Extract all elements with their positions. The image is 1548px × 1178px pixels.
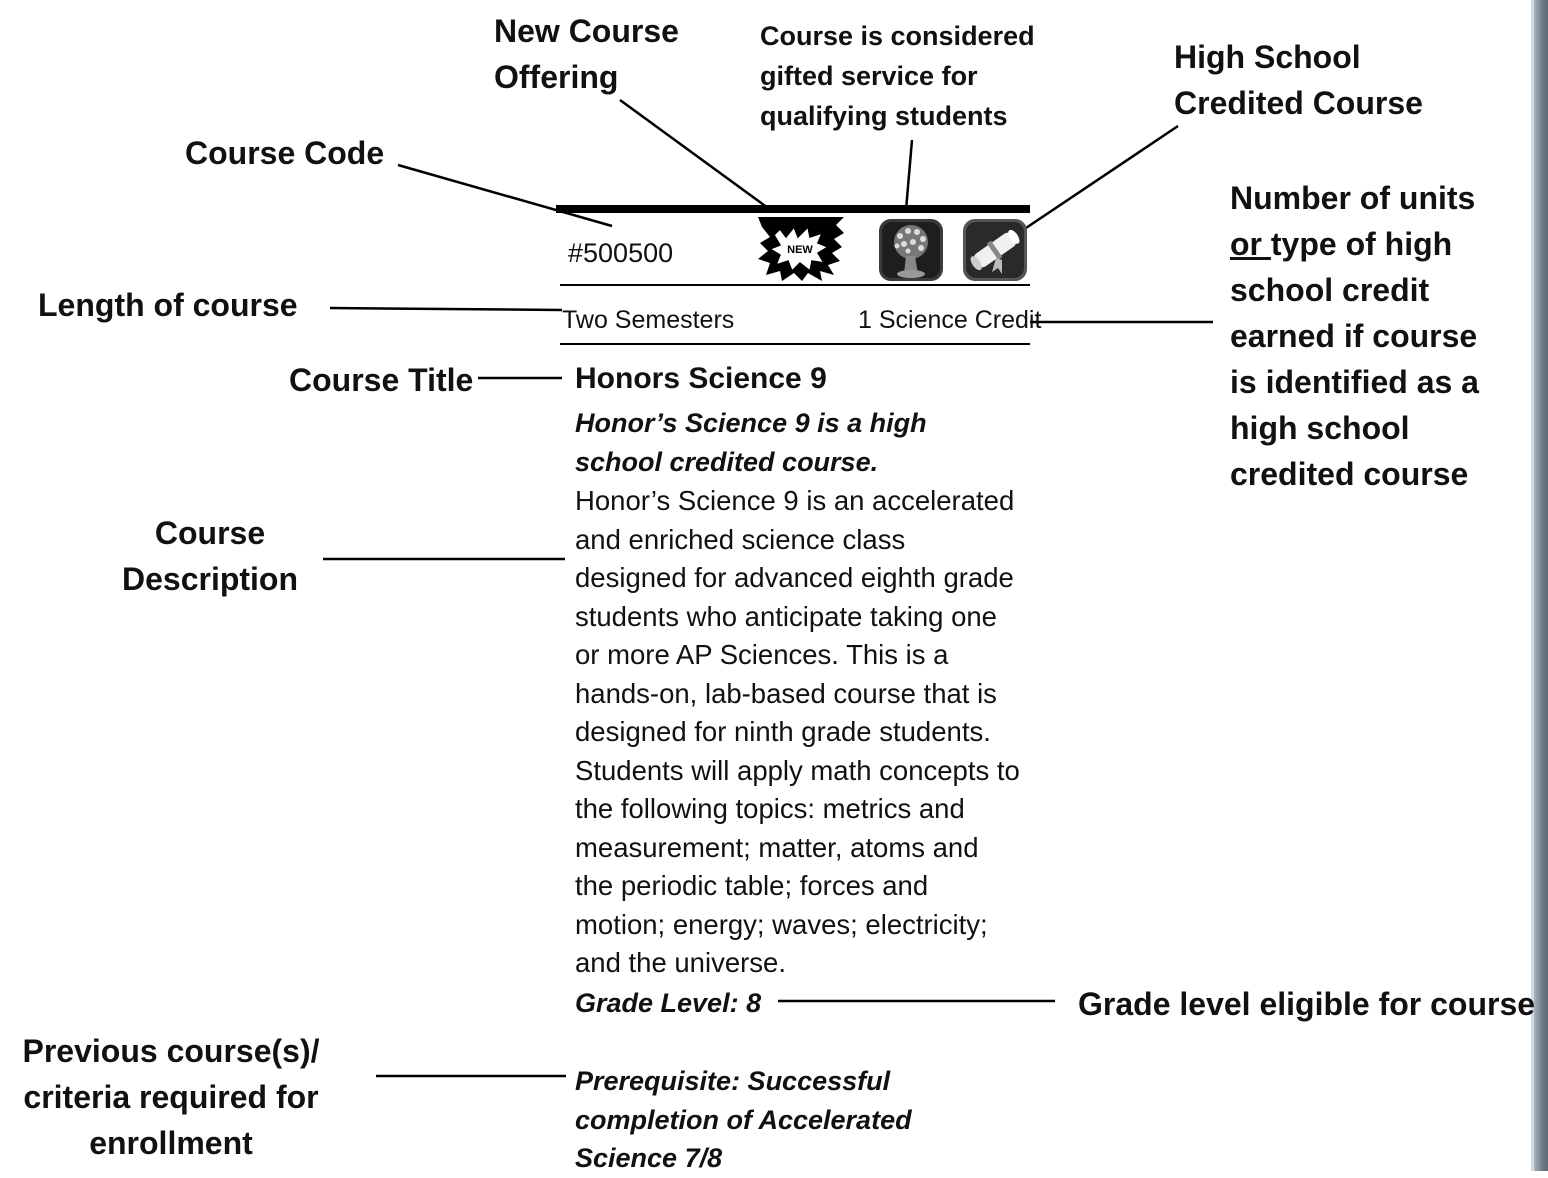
course-credit: 1 Science Credit	[858, 306, 1042, 334]
leader-length	[329, 306, 563, 312]
slide-edge-bar	[1534, 0, 1548, 1171]
gifted-tree-icon	[878, 218, 944, 282]
description-line: designed for ninth grade students.	[575, 716, 991, 747]
description-line: the following topics: metrics and	[575, 793, 965, 824]
description-line: students who anticipate taking one	[575, 600, 997, 632]
units-credit-line-2-rest: type of high	[1270, 226, 1453, 262]
annotation-grade-level-eligible: Grade level eligible for course	[1078, 986, 1536, 1022]
description-line: Honor’s Science 9 is an accelerated	[575, 485, 1015, 516]
course-grade-level: Grade Level: 8	[575, 988, 762, 1018]
course-note-line-1: Honor’s Science 9 is a high	[575, 408, 927, 438]
description-line: or more AP Sciences. This is a	[575, 639, 949, 670]
slide-edge-highlight	[1531, 0, 1534, 1171]
course-card-middle-rule	[560, 284, 1030, 286]
annotation-length-of-course: Length of course	[38, 287, 298, 323]
annotation-high-school-credited: High School Credited Course	[1174, 39, 1423, 121]
course-code: #500500	[568, 238, 674, 268]
course-card-top-rule	[556, 205, 1030, 213]
annotation-course-title: Course Title	[289, 362, 474, 398]
annotation-new-course-offering: New Course Offering	[494, 13, 679, 95]
leader-course-code	[397, 163, 613, 228]
new-starburst-icon: NEW	[756, 215, 846, 283]
course-length: Two Semesters	[562, 306, 735, 334]
description-line: designed for advanced eighth grade	[575, 562, 1014, 593]
description-line: motion; energy; waves; electricity;	[575, 908, 988, 940]
description-line: Students will apply math concepts to	[575, 754, 1020, 786]
annotation-course-code: Course Code	[185, 135, 385, 171]
annotation-previous-courses: Previous course(s)/ criteria required fo…	[22, 1033, 320, 1161]
course-card-bottom-rule	[560, 343, 1030, 345]
leader-gifted	[904, 139, 914, 211]
description-line: the periodic table; forces and	[575, 870, 929, 901]
description-line: and the universe.	[575, 947, 786, 978]
description-line: measurement; matter, atoms and	[575, 831, 979, 863]
new-badge-text: NEW	[787, 244, 813, 256]
leader-high-school-credited	[1019, 124, 1179, 234]
leader-new-course	[619, 98, 769, 210]
course-description: Honor’s Science 9 is an accelerated and …	[575, 482, 1045, 983]
annotation-course-description: Course Description	[121, 515, 299, 597]
description-line: and enriched science class	[575, 523, 906, 555]
description-line: hands-on, lab-based course that is	[575, 677, 997, 709]
annotation-units-credit: Number of units or type of high school c…	[1230, 180, 1479, 492]
diploma-scroll-icon	[962, 218, 1028, 282]
course-note-line-2: school credited course.	[575, 447, 879, 477]
course-title: Honors Science 9	[575, 362, 827, 395]
annotation-gifted-service: Course is considered gifted service for …	[760, 21, 1035, 131]
underlined-or: or	[1230, 226, 1271, 262]
course-prerequisite: Prerequisite: Successful completion of A…	[575, 1066, 912, 1173]
